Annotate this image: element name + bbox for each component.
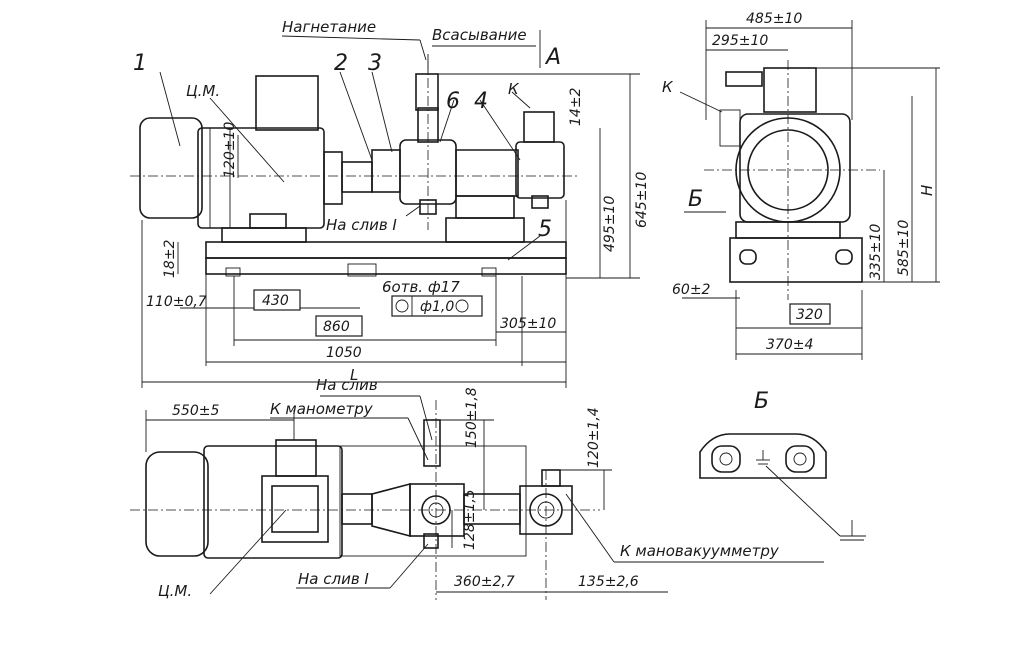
motor-end-cap [139,117,203,219]
dim-305: 305±10 [500,316,556,332]
suction-label: Всасывание [432,26,527,44]
plan-view: 550±5 На слив К манометру 150±1,8 120±1,… [130,376,824,600]
view-b-title: Б [754,389,769,414]
dim-150: 150±1,8 [464,387,480,448]
k-label-side: К [662,78,674,96]
drain-1-label-top: На слив I [326,216,397,234]
dim-18: 18±2 [162,239,178,278]
callout-3: 3 [368,51,382,76]
dim-320: 320 [796,307,823,323]
dim-370: 370±4 [766,337,813,353]
drain-label: На слив [316,376,378,394]
terminal-box [255,75,319,131]
front-view: 1 2 3 6 4 5 Ц.М. Нагнетание Всасывание А… [130,18,650,388]
dim-120-14: 120±1,4 [586,407,602,468]
dim-485: 485±10 [746,11,802,27]
dim-550: 550±5 [172,403,219,419]
callout-4: 4 [474,89,488,114]
dim-60: 60±2 [672,282,711,298]
dim-120-10: 120±10 [222,122,238,178]
tolerance-value: ф1,0 [420,299,454,315]
dim-860: 860 [323,319,350,335]
dim-h: H [918,185,936,196]
to-vacuum-manometer-label: К мановакуумметру [620,542,780,560]
motor-body [197,127,325,229]
center-mass-label-top: Ц.М. [186,82,220,100]
callout-1: 1 [133,51,147,76]
k-label-front: К [508,80,520,98]
view-b-detail: Б [699,389,866,541]
dim-585: 585±10 [896,220,912,276]
view-a-label: А [544,45,561,70]
dim-110: 110±0,7 [146,294,207,310]
dim-295: 295±10 [712,33,768,49]
dim-360: 360±2,7 [454,574,515,590]
dim-l: L [350,366,358,384]
dim-495: 495±10 [602,196,618,252]
dim-128: 128±1,5 [462,489,478,550]
center-mass-label-bottom: Ц.М. [158,582,192,600]
dim-645: 645±10 [634,172,650,228]
dim-430: 430 [262,293,289,309]
discharge-label: Нагнетание [282,18,376,36]
callout-6: 6 [446,89,460,114]
dim-335: 335±10 [868,224,884,280]
dim-1050: 1050 [326,345,362,361]
drain-1-label-bottom: На слив I [298,570,369,588]
holes-label: 6отв. ф17 [382,278,460,296]
to-manometer-label: К манометру [270,400,374,418]
callout-2: 2 [334,51,348,76]
dim-14: 14±2 [568,87,584,126]
dim-135: 135±2,6 [578,574,639,590]
side-view: 485±10 295±10 К Б 60±2 320 370±4 335±10 … [662,11,940,360]
callout-5: 5 [538,217,552,242]
view-b-arrow-label: Б [688,187,703,212]
